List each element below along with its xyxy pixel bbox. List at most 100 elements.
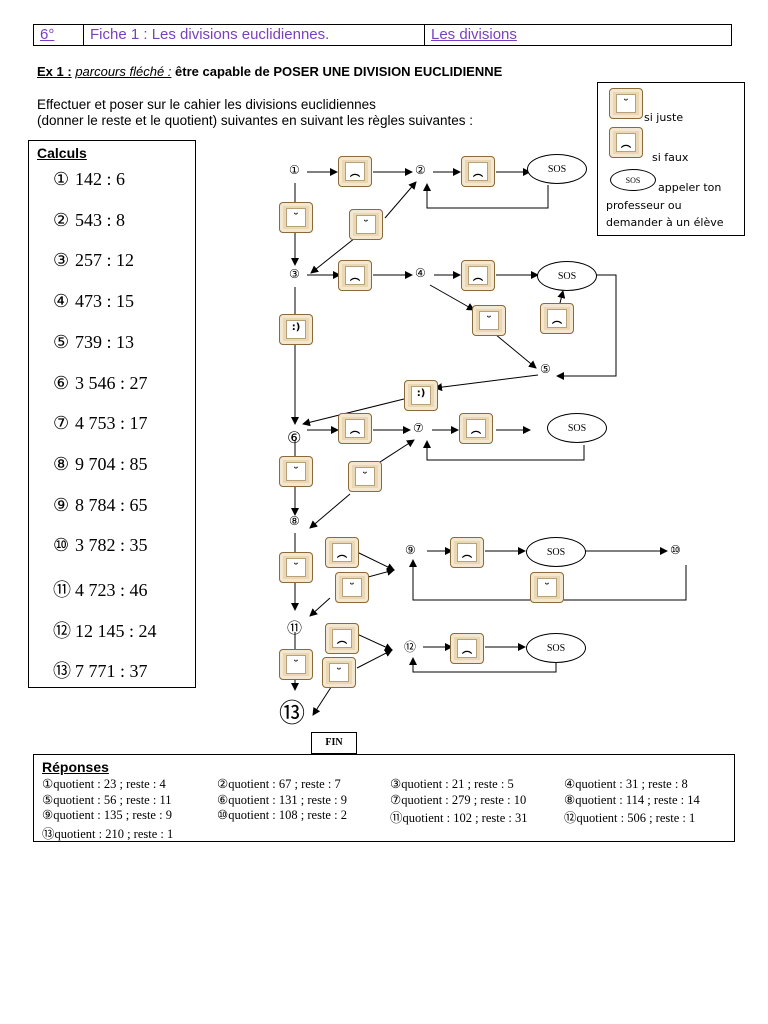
sad-icon: ︵ xyxy=(338,413,372,444)
sos-bubble: SOS xyxy=(537,261,597,291)
calculs-title: Calculs xyxy=(37,145,87,161)
reponse-item: ③quotient : 21 ; reste : 5 xyxy=(390,777,514,791)
calc-number: ⑨ xyxy=(53,494,70,515)
sos-bubble: SOS xyxy=(527,154,587,184)
node-11: ⑪ xyxy=(287,619,303,637)
happy-icon: ᵕ xyxy=(279,552,313,583)
sad-icon: ︵ xyxy=(338,260,372,291)
node-8: ⑧ xyxy=(289,514,300,528)
flow-arrows xyxy=(291,168,687,716)
exercise-label: Ex 1 : xyxy=(37,64,72,79)
calc-number: ⑫ xyxy=(53,620,71,641)
calc-operation: 4 723 : 46 xyxy=(75,580,148,600)
reponse-item: ①quotient : 23 ; reste : 4 xyxy=(42,777,166,791)
calc-number: ⑩ xyxy=(53,535,70,556)
calc-operation: 473 : 15 xyxy=(75,291,135,312)
calc-operation: 7 771 : 37 xyxy=(75,661,148,682)
happy-icon: ᵕ xyxy=(472,305,506,336)
level-label: 6° xyxy=(40,26,55,43)
calc-number: ⑧ xyxy=(53,453,70,474)
calc-operation: 3 782 : 35 xyxy=(75,535,148,556)
sad-icon: ︵ xyxy=(450,537,484,568)
reponse-item: ⑬quotient : 210 ; reste : 1 xyxy=(42,826,174,841)
reponse-item: ⑪quotient : 102 ; reste : 31 xyxy=(390,811,528,825)
header-table: 6° Fiche 1 : Les divisions euclidiennes.… xyxy=(33,24,732,46)
happy-icon: ᵕ xyxy=(335,572,369,603)
node-6: ⑥ xyxy=(287,428,302,447)
node-13: ⑬ xyxy=(279,699,306,729)
reponses-title: Réponses xyxy=(42,759,109,775)
instructions: Effectuer et poser sur le cahier les div… xyxy=(37,97,597,129)
instruction-line-1: Effectuer et poser sur le cahier les div… xyxy=(37,97,376,112)
node-10: ⑩ xyxy=(670,543,681,557)
reponse-item: ⑨quotient : 135 ; reste : 9 xyxy=(42,808,172,822)
calc-number: ⑤ xyxy=(53,331,70,352)
calc-number: ⑥ xyxy=(53,372,70,393)
calc-operation: 8 784 : 65 xyxy=(75,494,148,515)
happy-icon: ᵕ xyxy=(348,461,382,492)
legend-right: si juste xyxy=(644,111,684,124)
calc-number: ⑪ xyxy=(53,580,71,600)
reponse-item: ④quotient : 31 ; reste : 8 xyxy=(564,777,688,791)
calc-number: ② xyxy=(53,209,70,230)
calc-operation: 543 : 8 xyxy=(75,209,126,230)
legend-sos-1: appeler ton xyxy=(658,181,722,194)
theme-label: Les divisions xyxy=(431,26,517,43)
sad-icon: ︵ xyxy=(325,623,359,654)
fiche-title: Fiche 1 : Les divisions euclidiennes. xyxy=(90,26,330,43)
node-4: ④ xyxy=(415,266,426,280)
wink-icon: :) xyxy=(279,314,313,345)
reponse-item: ⑥quotient : 131 ; reste : 9 xyxy=(217,792,347,807)
sad-icon: ︵ xyxy=(459,413,493,444)
calc-operation: 9 704 : 85 xyxy=(75,453,148,474)
calc-operation: 739 : 13 xyxy=(75,331,135,352)
sad-icon: ︵ xyxy=(461,260,495,291)
legend-sos-3: demander à un élève xyxy=(606,216,724,229)
calc-operation: 3 546 : 27 xyxy=(75,372,148,393)
node-12: ⑫ xyxy=(404,640,417,654)
exercise-goal: être capable de POSER UNE DIVISION EUCLI… xyxy=(175,64,503,79)
calc-operation: 4 753 : 17 xyxy=(75,413,148,434)
calc-number: ⑬ xyxy=(53,661,71,682)
reponse-item: ⑤quotient : 56 ; reste : 11 xyxy=(42,792,172,807)
happy-icon: ᵕ xyxy=(530,572,564,603)
legend-wrong: si faux xyxy=(652,151,689,164)
calc-number: ⑦ xyxy=(53,413,70,434)
node-9: ⑨ xyxy=(405,543,416,557)
happy-icon: ᵕ xyxy=(609,88,643,119)
calc-operation: 12 145 : 24 xyxy=(75,620,157,641)
node-5: ⑤ xyxy=(540,362,551,376)
node-3: ③ xyxy=(289,267,300,281)
sad-icon: ︵ xyxy=(338,156,372,187)
exercise-heading: Ex 1 : parcours fléché : être capable de… xyxy=(37,64,502,79)
sad-icon: ︵ xyxy=(450,633,484,664)
node-1: ① xyxy=(289,163,300,177)
legend-sos-2: professeur ou xyxy=(606,199,682,212)
node-7: ⑦ xyxy=(413,421,424,435)
reponse-item: ⑧quotient : 114 ; reste : 14 xyxy=(564,792,700,807)
reponse-item: ⑦quotient : 279 ; reste : 10 xyxy=(390,792,527,807)
happy-icon: ᵕ xyxy=(279,456,313,487)
happy-icon: ᵕ xyxy=(349,209,383,240)
sos-bubble: SOS xyxy=(526,537,586,567)
sad-icon: ︵ xyxy=(325,537,359,568)
calc-operation: 142 : 6 xyxy=(75,169,126,189)
calc-number: ① xyxy=(53,169,70,189)
happy-icon: ᵕ xyxy=(322,657,356,688)
sad-icon: ︵ xyxy=(609,127,643,158)
happy-icon: ᵕ xyxy=(279,202,313,233)
